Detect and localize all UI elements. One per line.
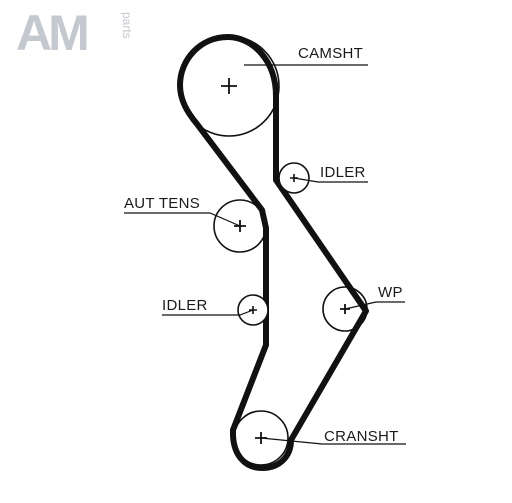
logo-brand: AM — [16, 5, 87, 61]
leader-idler-bottom — [162, 309, 254, 316]
label-water-pump: WP — [378, 284, 403, 301]
logo-suffix: parts — [120, 12, 134, 39]
label-crankshaft: CRANSHT — [324, 428, 399, 445]
center-cross-icon — [221, 78, 237, 94]
am-parts-logo: AM parts — [16, 5, 134, 61]
leader-auto-tensioner — [124, 212, 241, 227]
timing-belt — [177, 34, 369, 471]
camshaft-pulley — [178, 35, 280, 137]
label-camshaft: CAMSHT — [298, 45, 363, 62]
leader-idler-top — [293, 177, 368, 183]
leader-lines — [124, 64, 406, 445]
label-idler-top: IDLER — [320, 164, 366, 181]
leader-water-pump — [344, 301, 405, 310]
label-idler-bottom: IDLER — [162, 297, 208, 314]
leader-crankshaft — [260, 437, 406, 445]
label-auto-tensioner: AUT TENS — [124, 195, 200, 212]
